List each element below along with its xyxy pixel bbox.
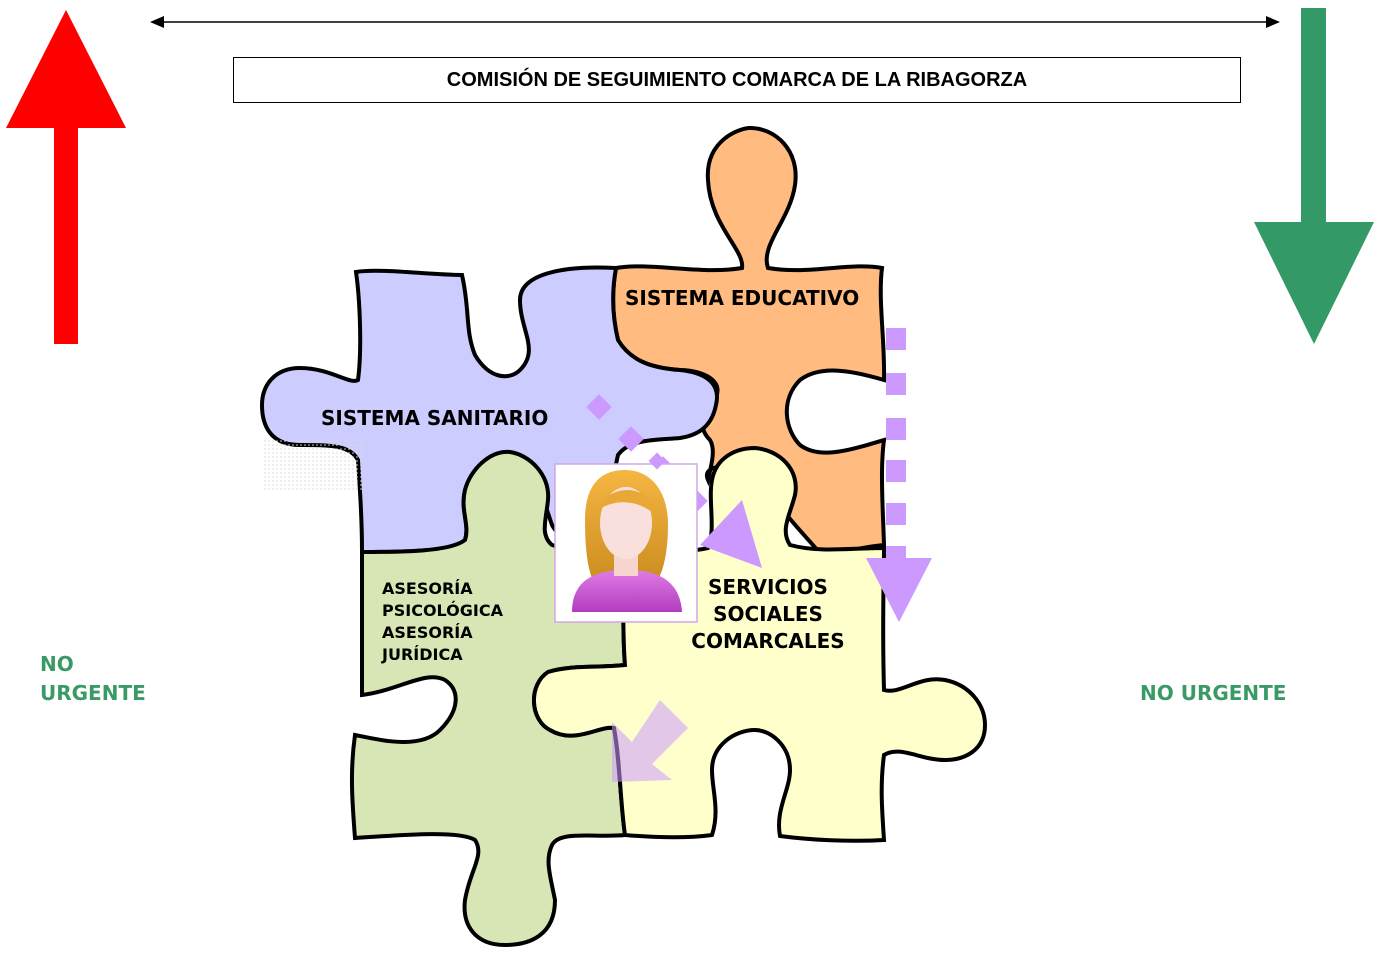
label-servicios-line-3: COMARCALES (691, 629, 845, 653)
label-left-line-2: URGENTE (40, 681, 146, 705)
dotted-shadow (264, 440, 364, 490)
commission-title: COMISIÓN DE SEGUIMIENTO COMARCA DE LA RI… (233, 57, 1241, 103)
label-left-no-urgente: NO URGENTE (40, 650, 146, 708)
label-right-no-urgente: NO URGENTE (1140, 681, 1287, 705)
label-asesoria-line-2: PSICOLÓGICA (382, 601, 503, 620)
woman-avatar-icon (554, 463, 698, 623)
label-asesoria-line-1: ASESORÍA (382, 579, 473, 598)
green-down-arrow-icon (1254, 8, 1374, 344)
vertical-flow-arrow (866, 328, 932, 622)
label-servicios-line-1: SERVICIOS (708, 575, 828, 599)
label-asesoria-line-3: ASESORÍA (382, 623, 473, 642)
label-servicios-line-2: SOCIALES (713, 602, 823, 626)
label-asesoria-line-4: JURÍDICA (382, 645, 463, 664)
red-up-arrow-icon (6, 10, 126, 344)
faded-flow-arrow (612, 700, 688, 782)
label-sistema-sanitario: SISTEMA SANITARIO (321, 406, 549, 430)
double-headed-arrow-icon (150, 16, 1280, 28)
label-sistema-educativo: SISTEMA EDUCATIVO (625, 286, 860, 310)
label-left-line-1: NO (40, 652, 74, 676)
decor-diamonds (648, 452, 666, 470)
label-asesoria: ASESORÍA PSICOLÓGICA ASESORÍA JURÍDICA (382, 578, 503, 666)
label-servicios-sociales: SERVICIOS SOCIALES COMARCALES (668, 574, 868, 655)
